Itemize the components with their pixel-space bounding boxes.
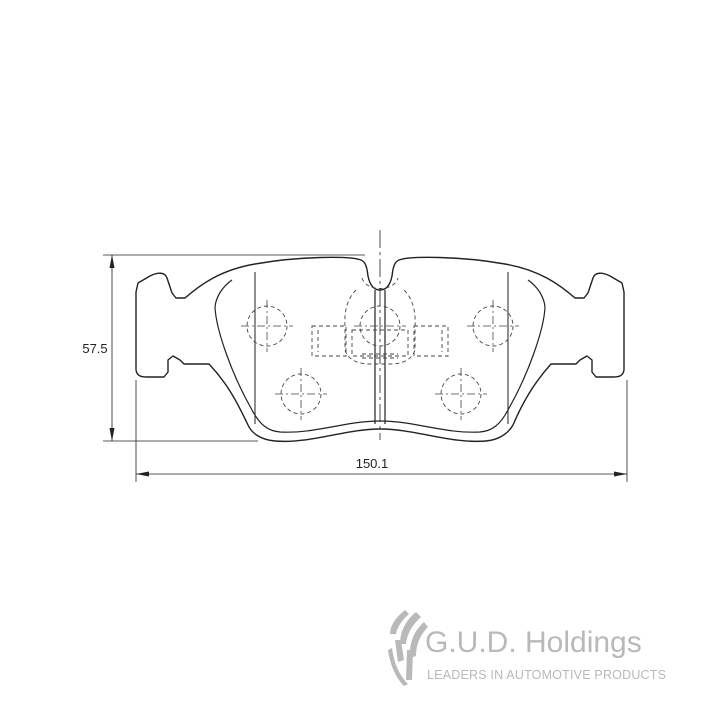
width-dimension-label: 150.1 [356,456,389,471]
width-dimension [135,380,628,482]
company-tagline: LEADERS IN AUTOMOTIVE PRODUCTS [427,668,666,682]
height-arrow-bottom [109,428,115,441]
width-arrow-right [614,471,627,477]
height-dimension [103,254,365,442]
width-arrow-left [136,471,149,477]
pad-backing-plate-outline [135,256,625,443]
gud-logo-icon [388,610,428,686]
company-name: G.U.D. Holdings [425,626,642,659]
height-arrow-top [109,255,115,268]
circle-centre-marks [241,300,519,420]
height-dimension-label: 57.5 [82,341,107,356]
hidden-clip [311,277,449,365]
hidden-circle-top-centre [359,305,401,347]
